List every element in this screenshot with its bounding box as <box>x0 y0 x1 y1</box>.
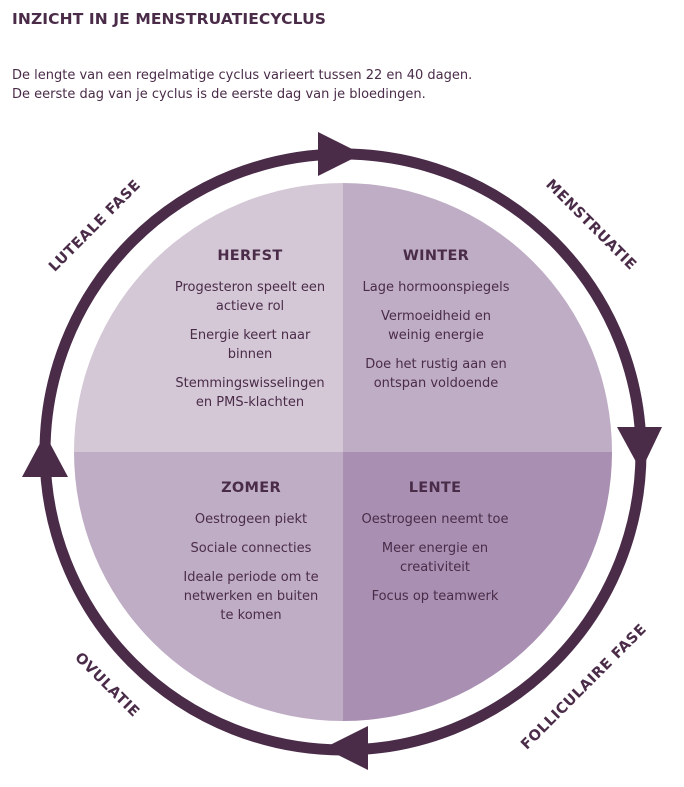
winter-item-1: Lage hormoonspiegels <box>362 280 510 295</box>
lente-item-2: Meer energie en creativiteit <box>381 541 489 575</box>
zomer-item-2: Sociale connecties <box>190 541 312 556</box>
intro-text: De lengte van een regelmatige cyclus var… <box>12 66 472 104</box>
phase-label-menstruatie: MENSTRUATIE <box>542 177 639 274</box>
quadrant-herfst: HERFST Progesteron speelt een actieve ro… <box>170 247 330 422</box>
quadrant-lente: LENTE Oestrogeen neemt toe Meer energie … <box>360 479 510 616</box>
phase-label-folliculaire: FOLLICULAIRE FASE <box>518 621 650 753</box>
herfst-item-3: Stemmingswisselingen en PMS-klachten <box>175 376 325 410</box>
winter-item-3: Doe het rustig aan en ontspan voldoende <box>365 357 507 391</box>
arrow-bottom-icon <box>324 726 368 770</box>
intro-line-2: De eerste dag van je cyclus is de eerste… <box>12 87 426 102</box>
arrow-left-icon <box>22 434 68 477</box>
arrow-top-icon <box>318 132 362 176</box>
lente-item-3: Focus op teamwerk <box>371 589 499 604</box>
intro-line-1: De lengte van een regelmatige cyclus var… <box>12 68 473 83</box>
quadrant-zomer-title: ZOMER <box>221 480 281 496</box>
quadrant-winter-fill <box>343 183 612 452</box>
zomer-item-1: Oestrogeen piekt <box>194 512 308 527</box>
quadrant-lente-fill <box>343 452 612 721</box>
zomer-item-3: Ideale periode om te netwerken en buiten… <box>183 570 319 623</box>
lente-item-1: Oestrogeen neemt toe <box>361 512 509 527</box>
winter-item-2: Vermoeidheid en weinig energie <box>381 309 491 343</box>
phase-label-luteale: LUTEALE FASE <box>46 177 144 275</box>
herfst-item-1: Progesteron speelt een actieve rol <box>174 280 326 314</box>
arrow-right-icon <box>617 427 662 471</box>
quadrant-herfst-title: HERFST <box>217 248 283 264</box>
quadrant-lente-title: LENTE <box>408 480 462 496</box>
quadrant-winter: WINTER Lage hormoonspiegels Vermoeidheid… <box>358 247 514 403</box>
page-title: INZICHT IN JE MENSTRUATIECYCLUS <box>12 10 327 28</box>
quadrant-zomer-fill <box>74 452 343 721</box>
herfst-item-2: Energie keert naar binnen <box>189 328 311 362</box>
quadrant-winter-title: WINTER <box>402 248 470 264</box>
quadrant-zomer: ZOMER Oestrogeen piekt Sociale connectie… <box>176 479 326 635</box>
quadrant-herfst-fill <box>74 183 343 452</box>
